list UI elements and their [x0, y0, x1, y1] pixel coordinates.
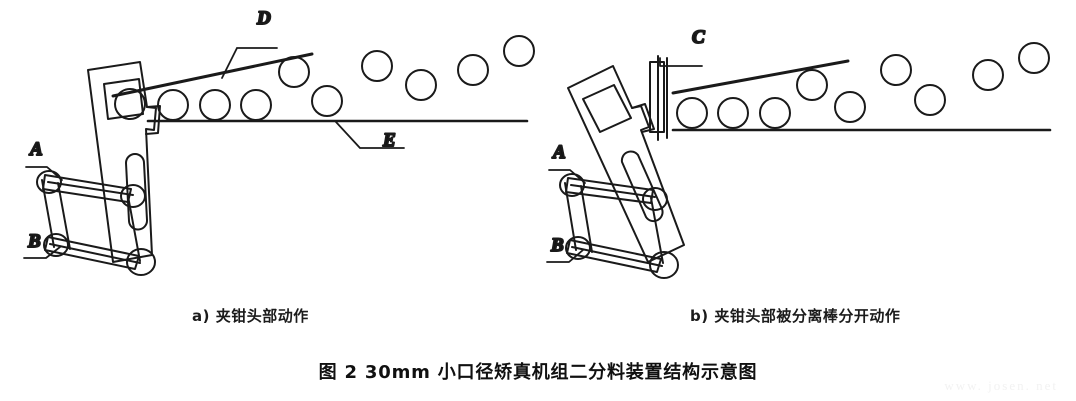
label-b-right: B	[550, 235, 564, 256]
incline-bar-a	[111, 52, 314, 98]
incline-bar-b	[671, 59, 850, 95]
caption-panel-a: a) 夹钳头部动作	[192, 307, 309, 325]
pivot-pins-a	[36, 170, 156, 276]
figure-title: 图 2 30mm 小口径矫真机组二分料装置结构示意图	[318, 362, 758, 383]
label-a-left: A	[29, 139, 43, 160]
separator-bar-c	[649, 55, 668, 141]
watermark-text: www. josen. net	[944, 378, 1058, 393]
clamp-slot-a	[125, 153, 149, 231]
label-a-right: A	[552, 142, 566, 163]
roller-group-b-free	[796, 42, 1050, 123]
caption-panel-b: b) 夹钳头部被分离棒分开动作	[690, 307, 901, 325]
panel-captions: a) 夹钳头部动作 b) 夹钳头部被分离棒分开动作	[0, 305, 1076, 331]
leader-lines-a	[23, 47, 405, 259]
clamp-head-body-b	[567, 65, 685, 263]
label-c-right: C	[692, 27, 705, 48]
label-e-left: E	[382, 130, 396, 151]
pivot-pins-b	[559, 173, 679, 279]
label-b-left: B	[27, 231, 41, 252]
leader-lines-b	[546, 57, 703, 263]
roller-group-a-online	[114, 88, 272, 121]
label-layer: A B D E A B C	[26, 7, 706, 257]
roller-group-b-online	[676, 97, 791, 129]
label-d-left: D	[256, 8, 271, 29]
roller-group-a-free	[278, 35, 535, 117]
clamp-head-body-a	[87, 61, 161, 263]
panel-a-group	[23, 35, 535, 276]
linkage-bars-a	[41, 174, 141, 270]
panel-b-group	[546, 42, 1052, 279]
